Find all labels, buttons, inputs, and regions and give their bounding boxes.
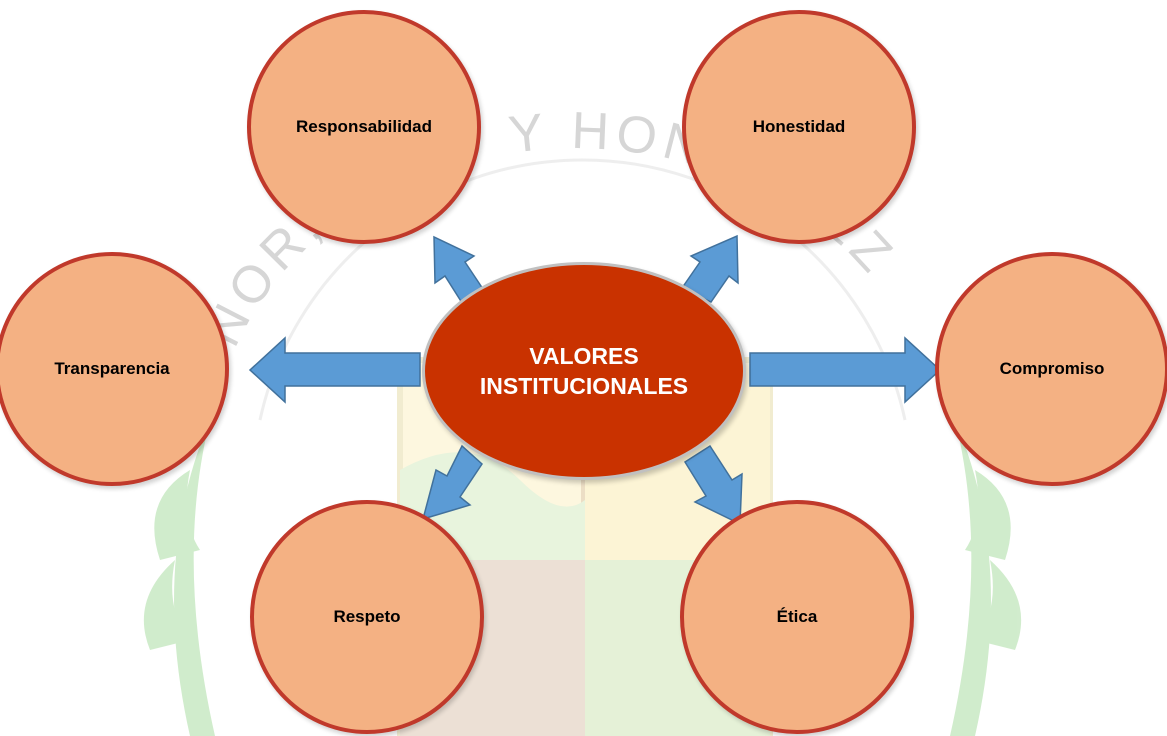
value-label: Compromiso [999,359,1105,378]
value-circle-etica: Ética [680,500,914,734]
value-label: Honestidad [752,117,846,136]
value-circle-compromiso: Compromiso [935,252,1167,486]
left-laurel [174,420,215,736]
arrow-to-respeto [421,444,483,521]
value-label: Transparencia [54,359,170,378]
value-circle-honestidad: Honestidad [682,10,916,244]
value-label: Responsabilidad [295,117,433,136]
arrow-to-honestidad [680,234,739,303]
value-label: Ética [776,607,818,626]
center-ellipse: VALORES INSTITUCIONALES [422,262,746,480]
value-circle-transparencia: Transparencia [0,252,229,486]
arrow-to-transparencia [248,336,421,404]
value-label: Respeto [333,607,401,626]
right-laurel [950,420,991,736]
arrow-to-etica [683,444,743,526]
value-circle-responsabilidad: Responsabilidad [247,10,481,244]
center-label: VALORES INSTITUCIONALES [479,343,689,399]
arrow-to-compromiso [749,336,942,404]
value-circle-respeto: Respeto [250,500,484,734]
